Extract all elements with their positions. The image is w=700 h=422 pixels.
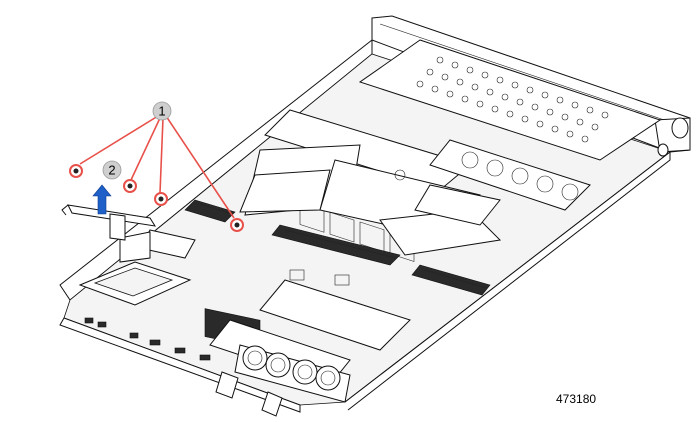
riser-bracket	[61, 204, 157, 241]
screw-icon	[123, 179, 137, 193]
callout-bubble-1: 1	[152, 101, 172, 121]
rear-vent-panel	[358, 39, 662, 161]
callout-1-leaders	[79, 115, 235, 219]
dimm-banks	[184, 199, 491, 296]
cpu-shrouds	[239, 144, 502, 256]
motherboard-components	[78, 229, 411, 386]
front-io-ports	[84, 317, 211, 361]
screw-icon	[69, 164, 83, 178]
figure-id: 473180	[556, 392, 597, 406]
screw-icon	[230, 218, 244, 232]
callout-bubble-2: 2	[102, 160, 122, 180]
screw-icon	[154, 192, 168, 206]
callout-1-label: 1	[158, 104, 165, 119]
callout-2-label: 2	[108, 163, 115, 178]
lift-arrow-icon	[92, 184, 112, 215]
power-supplies	[215, 344, 351, 417]
